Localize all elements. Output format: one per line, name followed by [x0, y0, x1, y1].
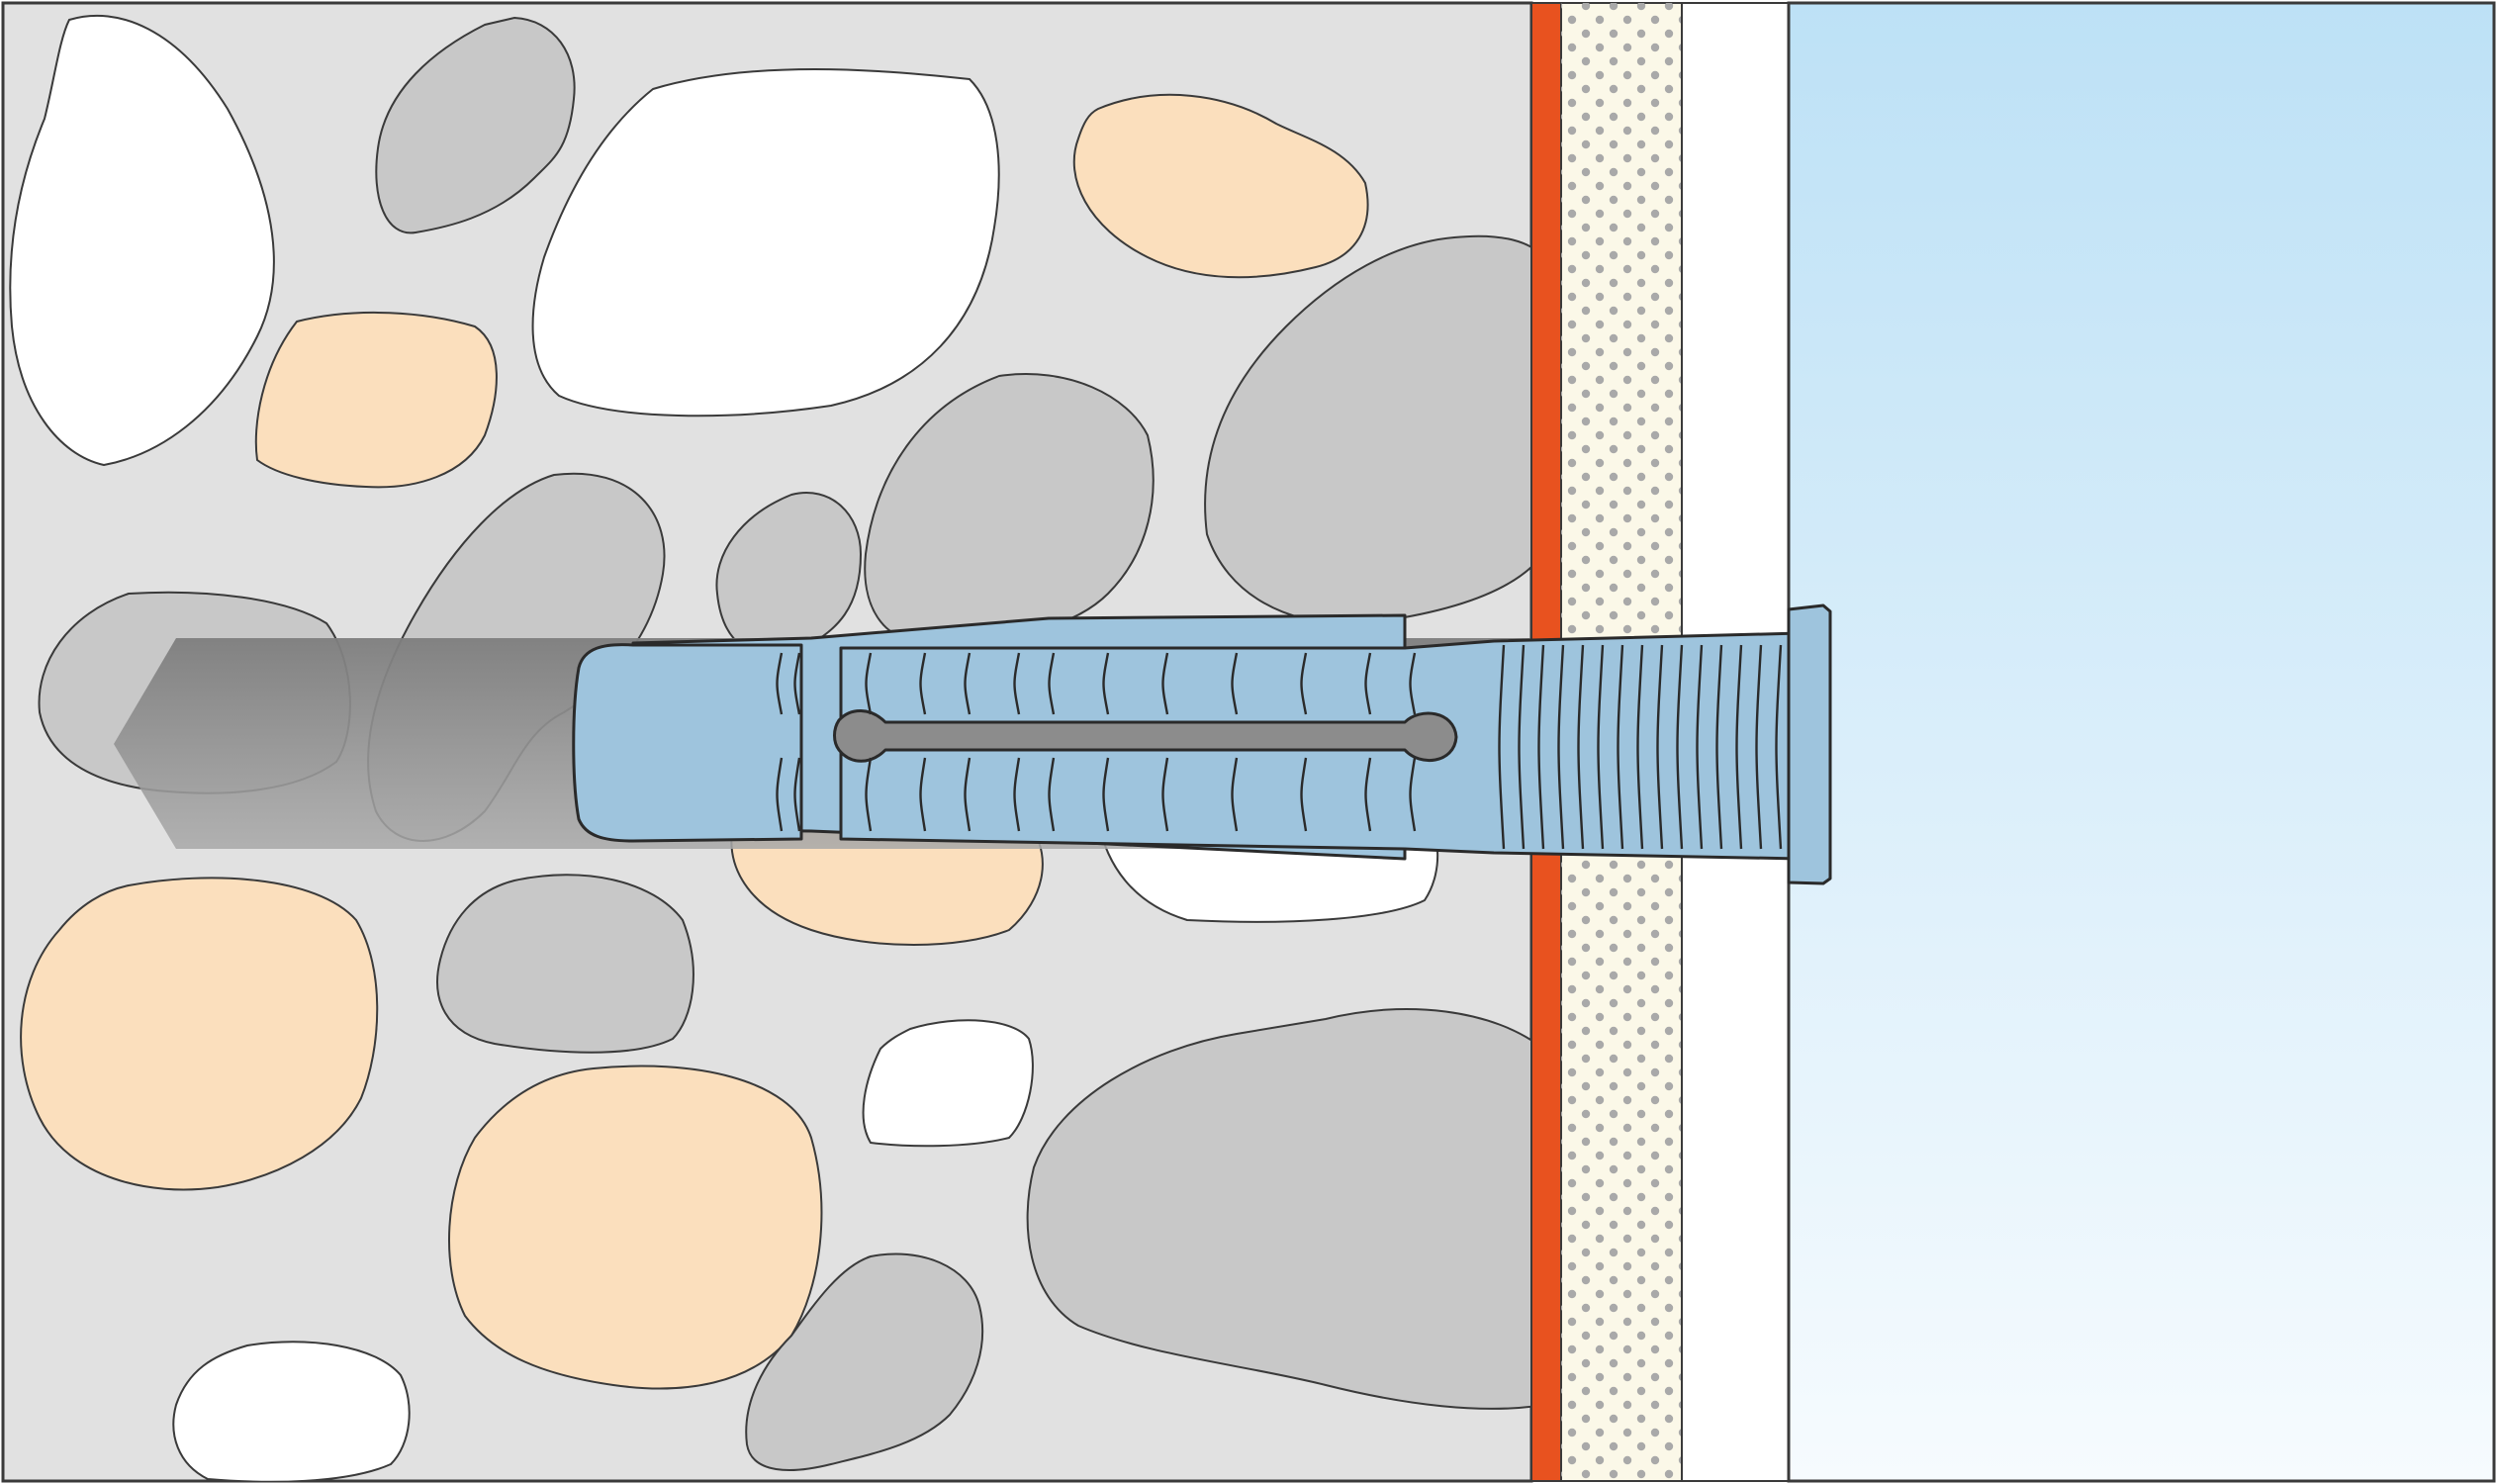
- grey-stone: [745, 1252, 984, 1471]
- plug-ridge: [1048, 757, 1056, 832]
- plug-ridge: [1364, 652, 1372, 715]
- plug-ridge: [1013, 757, 1021, 832]
- plug-ridge: [1409, 652, 1417, 715]
- beige-stone: [254, 311, 498, 489]
- plug-ridge: [865, 652, 873, 715]
- plug-ridge: [1775, 644, 1783, 850]
- plug-ridge: [1617, 644, 1624, 850]
- plug-ridge: [1597, 644, 1605, 850]
- plug-ridge: [1102, 757, 1110, 832]
- plug-ridge: [1656, 644, 1664, 850]
- plug-ridge: [1364, 757, 1372, 832]
- plug-ridge: [1013, 652, 1021, 715]
- grey-stone: [375, 16, 576, 234]
- plug-ridge: [1557, 644, 1565, 850]
- plug-ridge: [1636, 644, 1644, 850]
- plug-ridge: [1231, 757, 1239, 832]
- plug-ridge: [1102, 652, 1110, 715]
- grey-stone: [436, 874, 694, 1054]
- plug-collar: [1787, 603, 1832, 885]
- plug-ridge: [1161, 652, 1169, 715]
- beige-stone: [1072, 93, 1369, 279]
- plug-ridge: [1696, 644, 1704, 850]
- white-stone: [531, 68, 1000, 417]
- plug-ridge: [1518, 644, 1526, 850]
- plug-ridge: [1715, 644, 1723, 850]
- plug-ridge: [1048, 652, 1056, 715]
- plug-ridge: [1300, 757, 1308, 832]
- plug-ridge: [776, 757, 784, 832]
- plug-ridge: [1409, 757, 1417, 832]
- white-stone: [9, 14, 275, 467]
- plug-ridge: [1755, 644, 1763, 850]
- plug-ridge: [1537, 644, 1545, 850]
- plug-ridge: [1161, 757, 1169, 832]
- plug-ridge: [776, 652, 784, 715]
- plastic-wall-plug: [572, 603, 1832, 885]
- plug-ridge: [865, 757, 873, 832]
- plug-ridge: [919, 757, 927, 832]
- plug-ridge: [964, 652, 971, 715]
- plug-ridge: [793, 757, 801, 832]
- attached-fixture: [1787, 1, 2496, 1483]
- plug-ridge: [1676, 644, 1684, 850]
- white-stone: [862, 1019, 1034, 1148]
- plug-ridge: [1577, 644, 1585, 850]
- plug-ridge: [964, 757, 971, 832]
- grey-stone: [1204, 234, 1531, 625]
- plug-ridge: [1498, 644, 1506, 850]
- plug-ridge: [1231, 652, 1239, 715]
- grey-stone: [1026, 1008, 1531, 1410]
- plug-ridge: [919, 652, 927, 715]
- beige-stone: [447, 1065, 823, 1390]
- plug-ridge: [1300, 652, 1308, 715]
- plug-ridge: [793, 652, 801, 715]
- beige-stone: [20, 877, 379, 1191]
- concrete-base: [1, 1, 1533, 1483]
- plug-ridge: [1735, 644, 1743, 850]
- white-stone: [172, 1341, 411, 1481]
